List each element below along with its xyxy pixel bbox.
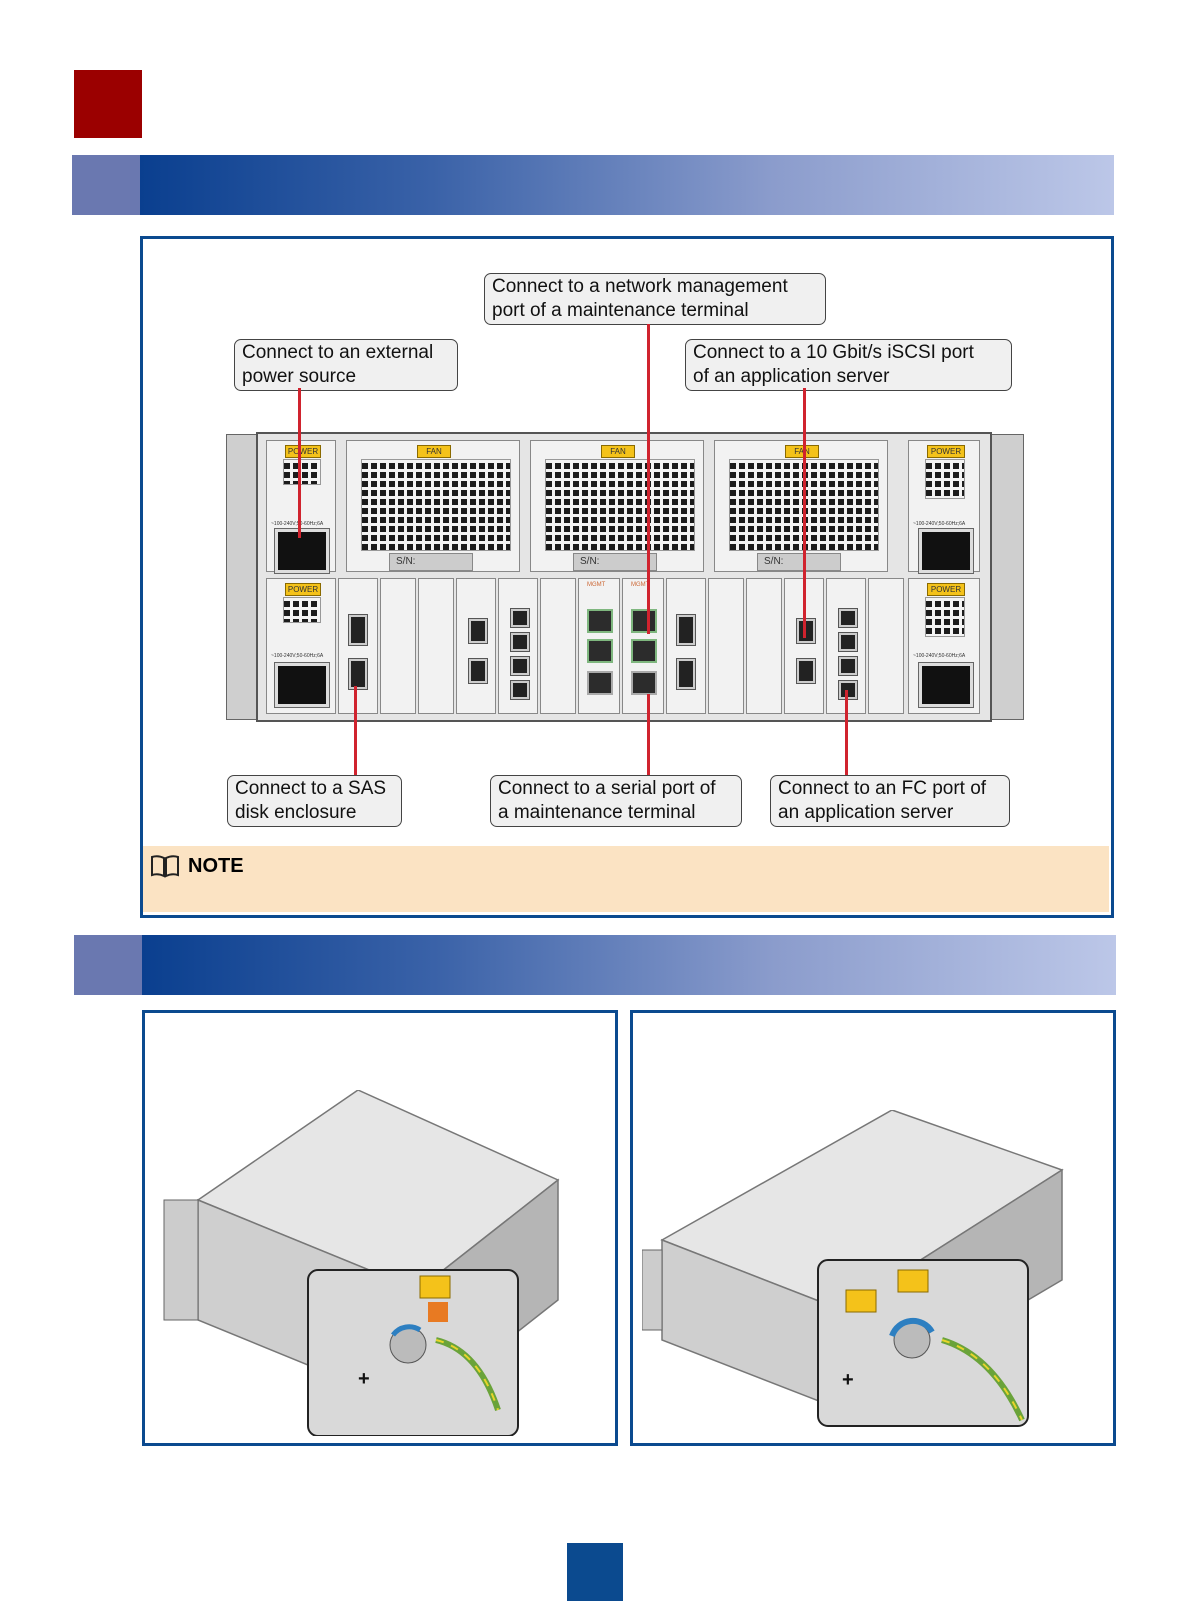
- filler-module: [708, 578, 744, 714]
- psu-rating: ~100-240V;50-60Hz;6A: [913, 653, 966, 659]
- psu-top-right: POWER ~100-240V;50-60Hz;6A: [908, 440, 980, 574]
- serial-number-label: S/N:: [573, 553, 657, 571]
- power-badge: POWER: [927, 583, 965, 596]
- filler-module: [380, 578, 416, 714]
- fan-module-0: FAN S/N:: [346, 440, 520, 572]
- serial-number-label: S/N:: [389, 553, 473, 571]
- fc-module-a: [498, 578, 538, 714]
- iscsi-port[interactable]: [796, 658, 816, 684]
- note-label: NOTE: [188, 855, 244, 877]
- ethernet-port[interactable]: [631, 609, 657, 633]
- section-marker: [74, 70, 142, 138]
- mgmt-module-a: MGMT: [578, 578, 620, 714]
- psu-rating: ~100-240V;50-60Hz;6A: [271, 653, 324, 659]
- ethernet-port[interactable]: [587, 639, 613, 663]
- fan-module-1: FAN S/N:: [530, 440, 704, 572]
- iscsi-port[interactable]: [468, 658, 488, 684]
- serial-port[interactable]: [587, 671, 613, 695]
- fc-port[interactable]: [510, 680, 530, 700]
- leader-fc: [845, 690, 848, 775]
- ethernet-port[interactable]: [631, 639, 657, 663]
- psu-rating: ~100-240V;50-60Hz;6A: [913, 521, 966, 527]
- fan-badge: FAN: [785, 445, 819, 458]
- fc-port[interactable]: [510, 632, 530, 652]
- sas-port[interactable]: [348, 658, 368, 690]
- sas-port[interactable]: [348, 614, 368, 646]
- sas-module-a: [338, 578, 378, 714]
- leader-serial: [647, 694, 650, 775]
- fan-module-2: FAN S/N:: [714, 440, 888, 572]
- power-socket[interactable]: [918, 528, 974, 574]
- right-rack-ear: [990, 434, 1024, 720]
- grounding-illustration-left: +: [163, 1090, 560, 1436]
- power-socket[interactable]: [274, 662, 330, 708]
- iscsi-port[interactable]: [796, 618, 816, 644]
- fan-badge: FAN: [601, 445, 635, 458]
- book-icon: [151, 855, 179, 878]
- header-band-2: [74, 935, 1116, 995]
- filler-module: [868, 578, 904, 714]
- page-number-block: [567, 1543, 623, 1601]
- power-badge: POWER: [285, 583, 321, 596]
- sas-port[interactable]: [676, 658, 696, 690]
- fc-port[interactable]: [510, 656, 530, 676]
- power-badge: POWER: [927, 445, 965, 458]
- filler-module: [540, 578, 576, 714]
- leader-power: [298, 388, 301, 538]
- psu-bottom-left: POWER ~100-240V;50-60Hz;6A: [266, 578, 336, 714]
- sas-module-b: [666, 578, 706, 714]
- leader-iscsi: [803, 388, 806, 638]
- fc-port[interactable]: [838, 680, 858, 700]
- power-badge: POWER: [285, 445, 321, 458]
- psu-top-left: POWER ~100-240V;50-60Hz;6A: [266, 440, 336, 574]
- grounding-illustration-right: +: [642, 1110, 1064, 1427]
- svg-text:+: +: [842, 1369, 854, 1391]
- leader-sas: [354, 686, 357, 775]
- filler-module: [418, 578, 454, 714]
- mgmt-label: MGMT: [631, 582, 650, 588]
- iscsi-port[interactable]: [468, 618, 488, 644]
- fc-port[interactable]: [510, 608, 530, 628]
- filler-module: [746, 578, 782, 714]
- leader-mgmt: [647, 324, 650, 634]
- sas-port[interactable]: [676, 614, 696, 646]
- power-socket[interactable]: [918, 662, 974, 708]
- fc-port[interactable]: [838, 656, 858, 676]
- iscsi-module-a: [456, 578, 496, 714]
- left-rack-ear: [226, 434, 260, 720]
- psu-bottom-right: POWER ~100-240V;50-60Hz;6A: [908, 578, 980, 714]
- mgmt-label: MGMT: [587, 582, 606, 588]
- serial-number-label: S/N:: [757, 553, 841, 571]
- note-box: [143, 846, 1109, 912]
- ethernet-port[interactable]: [587, 609, 613, 633]
- fc-port[interactable]: [838, 608, 858, 628]
- header-band-1: [72, 155, 1114, 215]
- power-socket[interactable]: [274, 528, 330, 574]
- mgmt-module-b: MGMT: [622, 578, 664, 714]
- svg-text:+: +: [358, 1368, 370, 1390]
- fan-badge: FAN: [417, 445, 451, 458]
- psu-rating: ~100-240V;50-60Hz;6A: [271, 521, 323, 527]
- fc-port[interactable]: [838, 632, 858, 652]
- serial-port[interactable]: [631, 671, 657, 695]
